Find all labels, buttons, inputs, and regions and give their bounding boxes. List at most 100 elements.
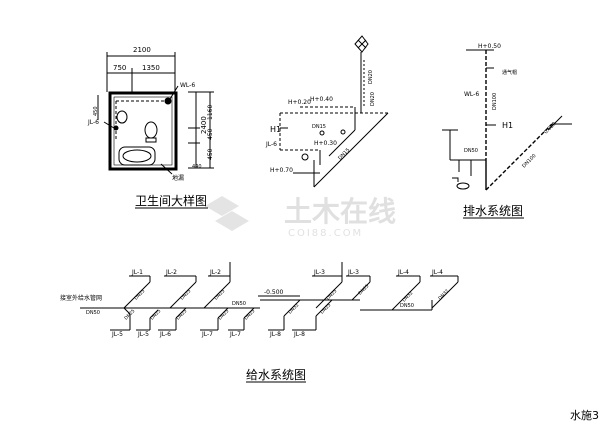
supply-title: 给水系统图: [246, 368, 306, 382]
riser-branch: [315, 281, 343, 309]
branch-size-label: DN25: [357, 283, 370, 296]
riser-branch: [431, 281, 459, 309]
supply-dn50-main: DN50: [232, 301, 246, 307]
riser-label-top: JL-3: [347, 269, 359, 276]
branch-size-label: DN25: [175, 308, 188, 321]
drainage-system: [442, 49, 572, 191]
riser-label-top: JL-2: [165, 269, 177, 276]
riser-branch: [283, 299, 301, 317]
riser-label-bottom: JL-8: [269, 331, 281, 338]
watermark-brand: 土木在线: [284, 195, 396, 228]
riser-label-top: JL-4: [431, 269, 443, 276]
drain-slope: 0.020: [543, 121, 557, 135]
riser-label-bottom: JL-6: [159, 331, 171, 338]
bathtub-basin: [122, 149, 152, 163]
watermark-domain: COI88.COM: [288, 228, 363, 239]
riser-branch: [169, 281, 197, 309]
branch-size-label: DN25: [149, 308, 162, 321]
watermark: 土木在线 COI88.COM: [205, 195, 396, 239]
iso-dn20: DN20: [368, 70, 374, 84]
branch-size-label: DN32: [287, 302, 300, 315]
riser-branch: [391, 281, 421, 311]
riser-label-top: JL-4: [397, 269, 409, 276]
riser-branch: [149, 309, 159, 319]
branch-size-label: DN25: [217, 308, 230, 321]
valve-symbol: [354, 35, 369, 53]
iso-h3: H+0.30: [314, 140, 337, 147]
drain-h-top: H+0.50: [478, 43, 501, 50]
pipe-diagonal: [328, 129, 356, 157]
riser-label-top: JL-1: [131, 269, 143, 276]
dim-side: 450: [93, 106, 99, 116]
fixture-symbol: [340, 129, 346, 135]
supply-system: [80, 262, 459, 331]
valve-symbol: [357, 39, 367, 49]
supply-elevation: -0.500: [264, 289, 284, 296]
dim-bottom: 440: [192, 164, 202, 170]
iso-h4: H+0.70: [270, 167, 293, 174]
pipe-diagonal: [313, 112, 389, 188]
iso-level: H1: [270, 125, 281, 134]
iso-h1: H+0.20: [288, 99, 311, 106]
riser-branch: [217, 307, 229, 319]
bathroom-plan-title: 卫生间大样图: [135, 193, 207, 208]
riser-branch: [243, 307, 255, 319]
floor-drain: [456, 182, 470, 190]
fixture-symbol: [301, 153, 309, 161]
dim-mid: 450: [207, 128, 214, 140]
supply-dn50-right: DN50: [400, 303, 414, 309]
branch-size-label: DN25: [179, 288, 192, 301]
riser-label-bottom: JL-8: [293, 331, 305, 338]
riser-branch: [203, 281, 231, 309]
riser-branch: [351, 281, 371, 301]
iso-h2: H+0.40: [310, 96, 333, 103]
riser-label-bottom: JL-7: [229, 331, 241, 338]
label-floor-drain: 地漏: [172, 174, 184, 182]
riser-branch: [123, 307, 131, 315]
trap: [452, 177, 459, 182]
label-wl: WL-6: [180, 82, 195, 89]
dim-upper: 1160: [207, 105, 214, 120]
iso-dn20b: DN20: [370, 92, 376, 106]
bathroom-wall: [108, 91, 178, 171]
riser-label-bottom: JL-5: [111, 331, 123, 338]
riser-label-top: JL-3: [313, 269, 325, 276]
supply-inlet-label: 接室外给水管网: [60, 294, 102, 302]
fixture-symbol: [319, 130, 325, 136]
riser-label-bottom: JL-7: [201, 331, 213, 338]
drain-dn100b: DN100: [521, 153, 537, 169]
watermark-logo: [205, 196, 239, 216]
wash-basin: [116, 110, 128, 124]
riser-branch: [175, 307, 187, 319]
drain-dn50: DN50: [464, 148, 478, 154]
isometric-detail: [279, 35, 389, 188]
dim-total-height: 2400: [200, 116, 208, 134]
leader-line: [160, 163, 173, 175]
drain-branch: [485, 123, 553, 191]
branch-size-label: DN32: [401, 290, 414, 303]
toilet: [144, 121, 158, 139]
iso-dn15a: DN15: [312, 124, 326, 130]
watermark-logo: [215, 211, 249, 231]
bathroom-wall-inner: [113, 96, 173, 166]
leader-line: [169, 85, 179, 100]
drain-level: H1: [502, 121, 513, 130]
iso-jl: JL-6: [265, 141, 277, 148]
branch-size-label: DN25: [325, 288, 338, 301]
branch-size-label: DN25: [133, 288, 146, 301]
iso-dn15b: DN15: [337, 147, 351, 161]
dim-right: 1350: [142, 64, 160, 72]
toilet-tank: [145, 137, 157, 143]
dim-left: 750: [113, 64, 126, 72]
slope-leader: [547, 115, 563, 131]
riser-label-top: JL-2: [209, 269, 221, 276]
drain-dn100: DN100: [492, 93, 498, 110]
sheet-number: 水施3: [570, 409, 599, 422]
riser-branch: [315, 299, 333, 317]
branch-size-label: DN25: [243, 308, 256, 321]
bathtub: [118, 146, 156, 166]
label-jl: JL-6: [87, 119, 99, 126]
